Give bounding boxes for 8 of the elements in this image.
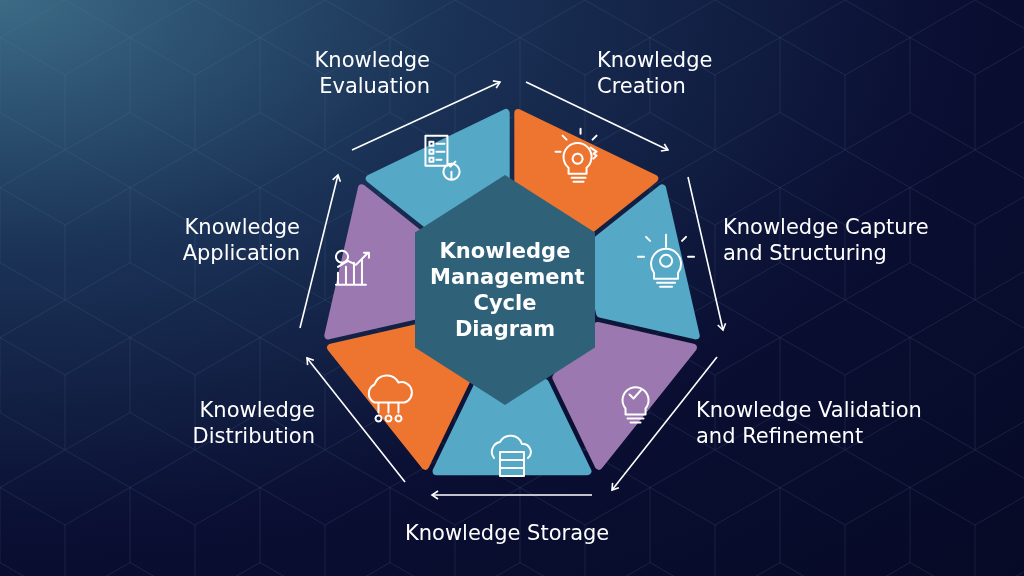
stage-label: Knowledge Storage	[405, 520, 610, 546]
stage-label: Knowledge Evaluation	[313, 47, 430, 99]
stage-label: Knowledge Validation and Refinement	[696, 397, 923, 449]
stage-label: Knowledge Creation	[597, 47, 714, 99]
stage-label: Knowledge Distribution	[191, 397, 315, 449]
stage-label: Knowledge Application	[181, 214, 300, 266]
hexagon-hub	[415, 175, 595, 405]
stage-label: Knowledge Capture and Structuring	[723, 214, 930, 266]
